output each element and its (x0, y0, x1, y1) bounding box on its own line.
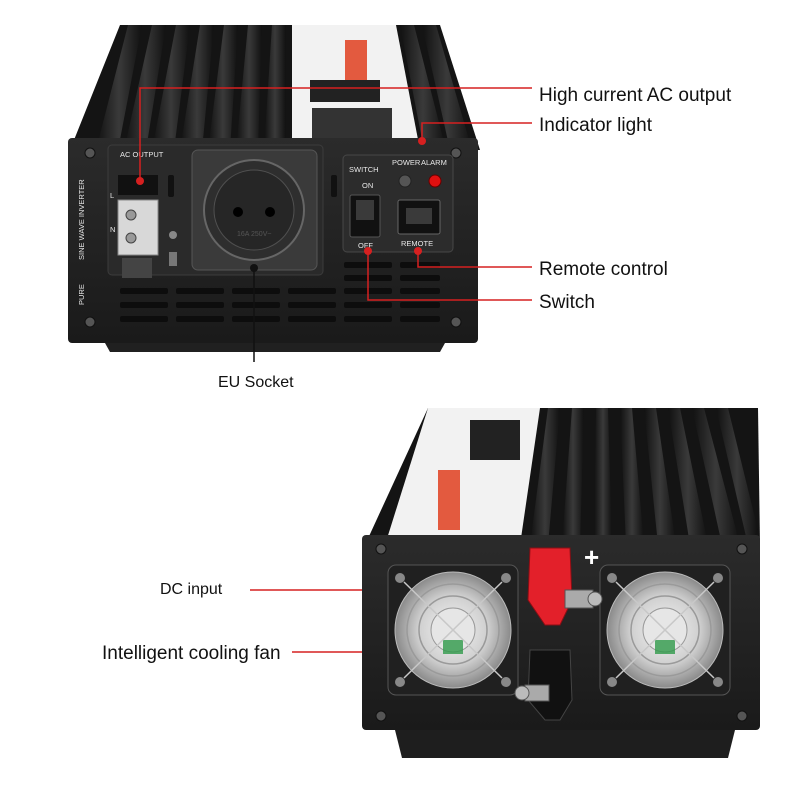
top-panel-screws (84, 147, 462, 328)
vent-slot-small (168, 175, 174, 197)
power-text: POWER (392, 158, 421, 167)
power-led (398, 174, 412, 188)
top-leader-dots (136, 137, 426, 255)
socket-rating-text: 16A 250V~ (237, 231, 271, 238)
top-vent-slots (120, 262, 440, 322)
ac-terminal-block (117, 199, 159, 256)
alarm-text: ALARM (421, 158, 447, 167)
bottom-inverter-unit: + (250, 408, 760, 758)
ac-output-text: AC OUTPUT (120, 150, 164, 159)
terminal-n-text: N (110, 225, 115, 234)
socket-pin-hole-left (233, 207, 243, 217)
label-brand-mark (345, 40, 367, 85)
pure-text: PURE (77, 284, 86, 305)
callout-intelligent-cooling-fan: Intelligent cooling fan (102, 643, 281, 664)
cooling-fan-right (599, 564, 731, 696)
ground-screw (169, 231, 177, 239)
eu-socket-leader-dot (250, 264, 258, 272)
remote-port-socket (406, 208, 432, 224)
terminal-screw-n (125, 209, 137, 221)
switch-on-text: ON (362, 181, 373, 190)
leader-remote (417, 250, 532, 268)
callout-dc-input: DC input (160, 581, 223, 598)
vent-slot-small (331, 175, 337, 197)
callout-indicator-light: Indicator light (539, 115, 653, 136)
sine-wave-inverter-text: SINE WAVE INVERTER (77, 179, 86, 260)
leader-indicator (421, 122, 532, 140)
callout-remote-control: Remote control (539, 259, 668, 280)
eu-socket-recess (213, 169, 295, 251)
label-spec-block (310, 80, 380, 102)
switch-text: SWITCH (349, 165, 379, 174)
bottom-label-brand (438, 470, 460, 530)
remote-text: REMOTE (401, 239, 433, 248)
callout-high-current-ac-output: High current AC output (539, 85, 732, 106)
bottom-label-spec (470, 420, 520, 460)
socket-pin-hole-right (265, 207, 275, 217)
dc-negative-terminal[interactable] (514, 649, 573, 721)
switch-off-text: OFF (358, 241, 373, 250)
ac-terminal-cover (118, 175, 158, 195)
callout-eu-socket: EU Socket (218, 374, 294, 391)
plus-sign: + (584, 542, 599, 572)
top-inverter-unit: SINE WAVE INVERTER PURE AC OUTPUT L N 16… (68, 25, 532, 362)
leader-switch (367, 250, 532, 301)
label-spec-table (312, 108, 392, 138)
dc-positive-terminal[interactable] (527, 547, 603, 626)
alarm-led (428, 174, 442, 188)
bottom-base (395, 730, 735, 758)
terminal-screw-l (125, 232, 137, 244)
ground-post (169, 252, 177, 266)
power-switch-rocker (356, 200, 374, 220)
terminal-clamp (122, 258, 152, 278)
leader-ac-output (139, 87, 532, 180)
top-base (105, 343, 445, 352)
callout-switch: Switch (539, 292, 595, 313)
top-leader-lines (139, 87, 532, 301)
bottom-leader-lines (250, 589, 362, 653)
cooling-fan-left (387, 564, 519, 696)
bottom-heatsink-fins (530, 408, 758, 545)
terminal-l-text: L (110, 191, 114, 200)
bottom-panel-screws (375, 543, 748, 722)
